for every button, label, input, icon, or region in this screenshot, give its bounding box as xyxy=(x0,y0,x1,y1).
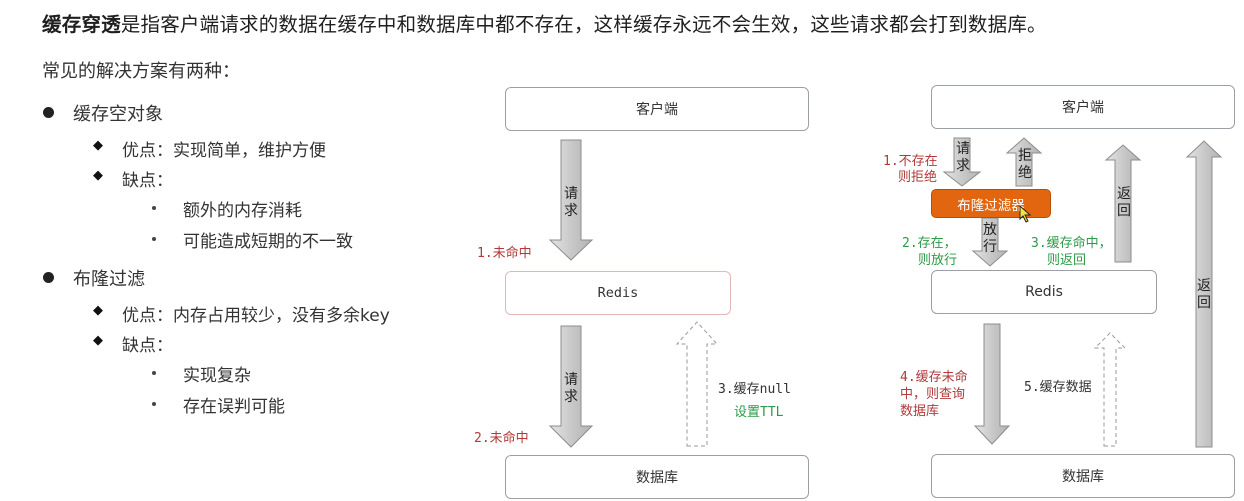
bullet-dot xyxy=(43,272,54,283)
bloom-filter-box: 布隆过滤器 xyxy=(931,189,1051,218)
solution-1-title: 缓存空对象 xyxy=(73,104,163,125)
client-label: 客户端 xyxy=(636,102,678,118)
solution-2-pros: 优点：内存占用较少，没有多余key xyxy=(122,306,390,326)
intro-text: 是指客户端请求的数据在缓存中和数据库中都不存在，这样缓存永远不会生效，这些请求都… xyxy=(120,13,1047,36)
intro-term: 缓存穿透 xyxy=(42,13,121,36)
request-arrow-down xyxy=(942,137,982,187)
reject-arrow-up xyxy=(1005,137,1043,187)
solution-2-con-2: 存在误判可能 xyxy=(183,397,285,417)
request-label-2: 请求 xyxy=(564,372,578,405)
diamond-bullet: ◆ xyxy=(93,303,103,318)
request-arrow-down-2 xyxy=(548,325,594,448)
diamond-bullet: ◆ xyxy=(93,168,103,183)
miss-label-1: 1.未命中 xyxy=(477,246,532,261)
client-box-2: 客户端 xyxy=(931,85,1235,129)
solutions-heading: 常见的解决方案有两种： xyxy=(42,61,240,82)
query-db-arrow-down xyxy=(973,323,1011,445)
return-arrow-up-long xyxy=(1185,140,1223,448)
database-label-2: 数据库 xyxy=(1062,469,1104,485)
client-box: 客户端 xyxy=(505,87,809,131)
miss-query-label-1: 4.缓存未命 xyxy=(900,370,968,385)
exist-label-1: 2.存在， xyxy=(902,236,957,251)
not-exist-label-2: 则拒绝 xyxy=(898,170,938,185)
mouse-cursor-icon xyxy=(1019,205,1032,223)
small-bullet xyxy=(152,206,156,210)
request-label-1: 请求 xyxy=(564,186,578,219)
redis-label: Redis xyxy=(597,285,639,301)
miss-query-label-3: 数据库 xyxy=(900,404,940,419)
exist-label-2: 则放行 xyxy=(918,253,958,268)
not-exist-label-1: 1.不存在 xyxy=(883,154,938,169)
small-bullet xyxy=(152,371,156,375)
request-label: 请求 xyxy=(956,141,970,174)
solution-1-con-1: 额外的内存消耗 xyxy=(183,201,302,221)
cache-null-arrow-up xyxy=(675,321,719,447)
hit-label-2: 则返回 xyxy=(1047,253,1087,268)
diamond-bullet: ◆ xyxy=(93,138,103,153)
intro-paragraph: 缓存穿透是指客户端请求的数据在缓存中和数据库中都不存在，这样缓存永远不会生效，这… xyxy=(42,8,1047,37)
redis-label-2: Redis xyxy=(1025,284,1063,300)
return-label-2: 返回 xyxy=(1197,278,1211,311)
request-arrow-down-1 xyxy=(548,139,594,261)
database-label: 数据库 xyxy=(636,470,678,486)
set-ttl-label: 设置TTL xyxy=(734,405,784,420)
client-label-2: 客户端 xyxy=(1062,100,1104,116)
return-arrow-up-short xyxy=(1104,144,1142,263)
bloom-filter-label: 布隆过滤器 xyxy=(957,197,1025,214)
solution-1-pros: 优点：实现简单，维护方便 xyxy=(122,141,326,161)
solution-2-title: 布隆过滤 xyxy=(73,269,145,290)
database-box: 数据库 xyxy=(505,455,809,499)
miss-label-2: 2.未命中 xyxy=(474,431,529,446)
cache-null-label: 3.缓存null xyxy=(718,382,791,397)
cache-data-label: 5.缓存数据 xyxy=(1024,380,1092,395)
database-box-2: 数据库 xyxy=(931,454,1235,498)
small-bullet xyxy=(152,402,156,406)
reject-label: 拒绝 xyxy=(1018,148,1032,181)
bullet-dot xyxy=(43,107,54,118)
solution-2-cons-label: 缺点： xyxy=(122,336,173,356)
solution-1-con-2: 可能造成短期的不一致 xyxy=(183,232,353,252)
pass-label: 放行 xyxy=(983,222,997,255)
miss-query-label-2: 中，则查询 xyxy=(900,387,966,402)
solution-1-cons-label: 缺点： xyxy=(122,171,173,191)
small-bullet xyxy=(152,237,156,241)
return-label-1: 返回 xyxy=(1117,186,1131,219)
redis-box-2: Redis xyxy=(931,270,1157,314)
hit-label-1: 3.缓存命中， xyxy=(1031,236,1112,251)
diamond-bullet: ◆ xyxy=(93,333,103,348)
cache-data-arrow-up xyxy=(1093,332,1127,447)
solution-2-con-1: 实现复杂 xyxy=(183,366,251,386)
pass-arrow-down xyxy=(971,217,1009,267)
redis-box: Redis xyxy=(505,271,731,315)
